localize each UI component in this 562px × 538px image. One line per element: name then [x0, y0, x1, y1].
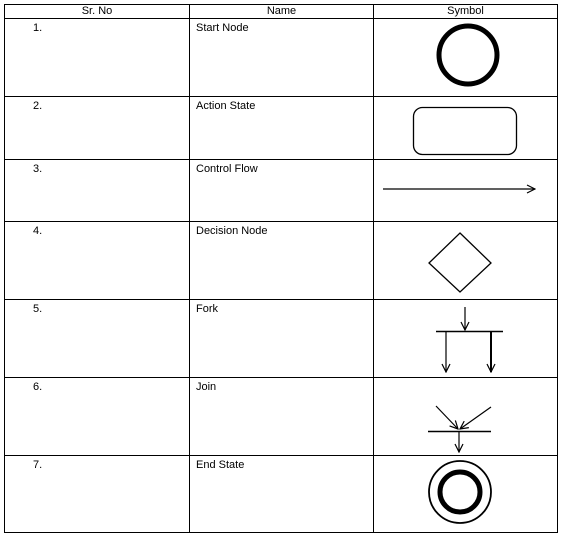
decision-node-icon — [428, 232, 492, 293]
end-state-icon — [428, 460, 492, 524]
row-1-name: Start Node — [196, 22, 249, 34]
row-5-name: Fork — [196, 303, 218, 315]
row-1-sr: 1. — [33, 22, 43, 34]
row-7-sr: 7. — [33, 459, 43, 471]
header-sr-no: Sr. No — [81, 5, 113, 17]
header-symbol: Symbol — [447, 5, 484, 17]
row-3-name: Control Flow — [196, 163, 258, 175]
start-node-icon — [436, 23, 500, 87]
row-4-name: Decision Node — [196, 225, 268, 237]
row-3-sr: 3. — [33, 163, 43, 175]
row-2-sr: 2. — [33, 100, 43, 112]
row-6-sr: 6. — [33, 381, 43, 393]
row-7-name: End State — [196, 459, 245, 471]
fork-icon — [436, 307, 503, 372]
header-name: Name — [266, 5, 297, 17]
join-icon — [428, 405, 492, 452]
row-6-name: Join — [196, 381, 217, 393]
row-2-name: Action State — [196, 100, 256, 112]
row-5-sr: 5. — [33, 303, 43, 315]
row-4-sr: 4. — [33, 225, 43, 237]
action-state-icon — [412, 106, 518, 156]
